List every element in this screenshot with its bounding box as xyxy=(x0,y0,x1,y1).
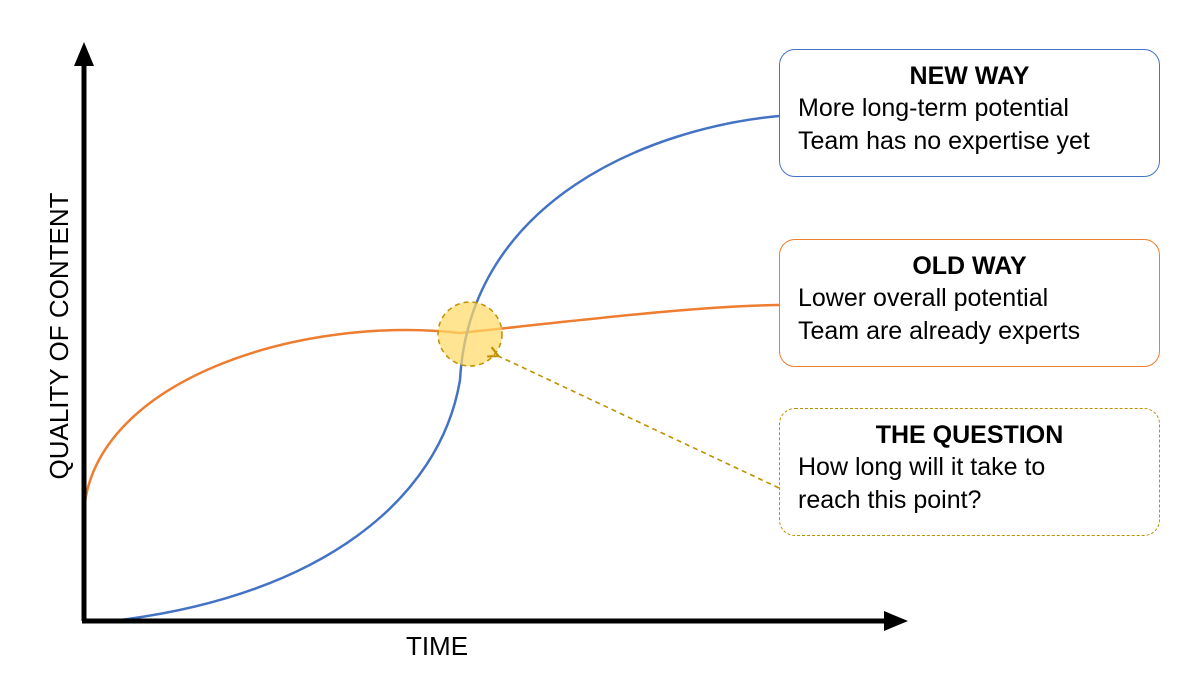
question-line-2: reach this point? xyxy=(798,486,982,514)
old-way-title: OLD WAY xyxy=(912,252,1027,280)
y-axis-label: QUALITY OF CONTENT xyxy=(44,192,74,479)
old-way-callout: OLD WAY Lower overall potential Team are… xyxy=(779,239,1160,367)
new-way-title: NEW WAY xyxy=(909,62,1030,90)
new-way-callout: NEW WAY More long-term potential Team ha… xyxy=(779,49,1160,177)
y-axis-arrowhead xyxy=(74,42,94,66)
x-axis-arrowhead xyxy=(884,611,908,631)
new-way-curve xyxy=(119,114,780,622)
question-callout: THE QUESTION How long will it take to re… xyxy=(779,408,1160,536)
new-way-line-2: Team has no expertise yet xyxy=(798,127,1090,155)
x-axis-label: TIME xyxy=(406,631,468,661)
question-line-1: How long will it take to xyxy=(798,453,1046,481)
new-way-line-1: More long-term potential xyxy=(798,94,1069,122)
question-title: THE QUESTION xyxy=(875,421,1064,449)
intersection-highlight xyxy=(437,301,503,367)
question-pointer-arrow xyxy=(494,354,780,489)
old-way-curve xyxy=(82,303,780,511)
old-way-line-2: Team are already experts xyxy=(798,317,1081,345)
old-way-line-1: Lower overall potential xyxy=(798,284,1049,312)
